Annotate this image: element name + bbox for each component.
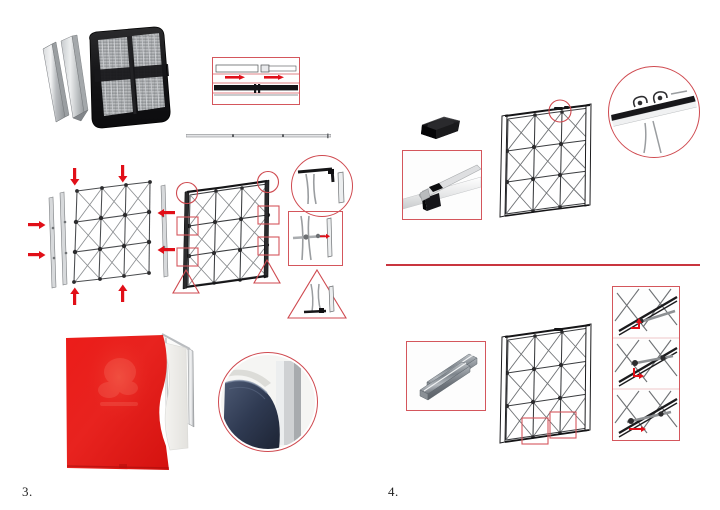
scissor-braces: [187, 183, 269, 287]
frame-hubs: [72, 180, 152, 284]
graphic-hook: [632, 91, 668, 108]
press-arrow-left: [157, 246, 175, 254]
frame-lattice: [73, 181, 151, 283]
callout-circle-marker: [256, 170, 280, 194]
clip-mounting-detail: [402, 150, 482, 220]
scissor-braces: [505, 107, 590, 215]
hanging-fabric: [643, 120, 662, 154]
scissor-braces: [74, 181, 151, 283]
carry-bag-photo: [32, 22, 172, 132]
step-4-number: 4.: [388, 484, 399, 499]
bar-front: [419, 361, 471, 401]
bottom-bar: [504, 204, 590, 217]
callout-square-marker: [176, 216, 199, 236]
graphic-artwork: [98, 358, 138, 406]
frame-with-bars-diagram: [478, 300, 618, 460]
bar-fitting-sequence: [612, 286, 680, 441]
press-arrow-up: [118, 284, 128, 302]
attached-rail: [182, 179, 270, 290]
direction-arrow: [633, 368, 644, 379]
clip-photo: [416, 114, 464, 142]
press-arrow-left: [157, 209, 175, 217]
sequence-panel-1: [614, 288, 678, 336]
frame-with-clips-diagram: [478, 86, 618, 238]
side-rail-hub: [51, 214, 166, 260]
side-rail: [48, 184, 169, 289]
press-arrow-down: [70, 168, 80, 186]
top-bar: [504, 104, 591, 117]
callout-triangle-marker: [253, 258, 281, 284]
top-clip: [554, 106, 569, 110]
joint-detail-triangle: [286, 268, 348, 320]
attached-rail: [499, 323, 592, 444]
section-divider: [386, 264, 700, 266]
top-bar: [504, 324, 591, 338]
direction-arrow: [264, 74, 284, 80]
callout-circle-marker: [175, 181, 199, 205]
loose-rail-right: [60, 34, 89, 122]
top-clip: [554, 328, 563, 331]
carry-bag: [89, 26, 171, 129]
callout-triangle-marker: [172, 268, 200, 294]
callout-square-marker: [257, 236, 280, 256]
bottom-bar: [186, 275, 268, 288]
frame-locked-diagram: [168, 160, 296, 308]
press-arrow-right: [28, 221, 46, 229]
callout-square-marker: [521, 417, 549, 445]
fabric-graphic-photo: [62, 330, 217, 475]
aluminium-bar-photo: [406, 341, 486, 411]
direction-arrow: [629, 426, 646, 432]
direction-arrow: [225, 74, 245, 80]
step-3-number: 3.: [22, 484, 33, 499]
direction-arrow: [320, 233, 330, 239]
press-arrow-down: [118, 165, 128, 183]
fabric-edge-circle: [218, 352, 318, 452]
frame-expand-diagram: [22, 160, 172, 310]
hook-detail-circle: [608, 66, 700, 158]
bottom-bar: [504, 429, 590, 443]
press-arrow-group-right: [150, 200, 186, 310]
top-bar: [186, 179, 268, 194]
callout-square-marker: [257, 205, 280, 225]
sequence-panel-3: [614, 390, 678, 438]
assembled-rail: [185, 126, 332, 139]
joint-detail-circle: [291, 155, 353, 217]
loose-rail-left: [42, 41, 70, 123]
sequence-panel-2: [614, 339, 678, 387]
rail-join-detail: [212, 57, 300, 105]
press-arrow-up: [70, 287, 80, 305]
graphic-backing: [160, 341, 189, 451]
callout-circle-marker: [548, 99, 572, 123]
joint-detail-square: [288, 211, 343, 266]
callout-square-marker: [549, 411, 577, 439]
press-arrow-right: [28, 251, 46, 259]
direction-arrow: [631, 318, 642, 329]
callout-square-marker: [176, 247, 199, 267]
